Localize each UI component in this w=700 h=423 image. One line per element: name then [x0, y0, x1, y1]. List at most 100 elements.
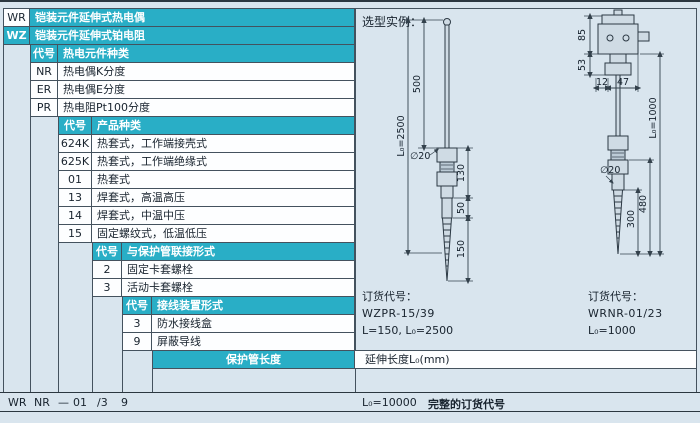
probe-drawing-right: [597, 9, 650, 255]
table-row: 13 焊套式，高温高压: [58, 188, 355, 207]
footer-code-dash: —: [58, 396, 69, 409]
order-example-right: 订货代号： WRNR-01/23 L₀=1000: [588, 288, 663, 339]
code-cell: 2: [92, 260, 122, 279]
code-cell: WR: [3, 8, 30, 27]
section-header-row: 代号 接线装置形式: [122, 296, 355, 315]
table-row: PR 热电阻Pt100分度: [30, 98, 355, 117]
probe-left-dimensions: 500 L₀=2500 ∅20 130 50 150: [396, 16, 473, 285]
table-row: 15 固定螺纹式，低温低压: [58, 224, 355, 243]
footer-code-9: 9: [121, 396, 128, 409]
footer-code-slash3: /3: [97, 396, 108, 409]
table-row: 3 活动卡套螺栓: [92, 278, 355, 297]
dim-label-dia20-right: ∅20: [600, 165, 620, 176]
code-cell: PR: [30, 98, 58, 117]
dim-label-l0-2500: L₀=2500: [396, 115, 407, 156]
table-row: 624K 热套式，工作端接壳式: [58, 134, 355, 153]
code-cell: 625K: [58, 152, 92, 171]
table-row: 625K 热套式，工作端绝缘式: [58, 152, 355, 171]
label-cell: 热电偶E分度: [58, 80, 355, 99]
connector-col5: [152, 369, 153, 393]
label-cell: 热套式，工作端接壳式: [92, 134, 355, 153]
label-cell: 固定螺纹式，低温低压: [92, 224, 355, 243]
page-top-edge: [0, 0, 700, 2]
connector-col3: [92, 242, 93, 393]
label-cell: 焊套式，中温中压: [92, 206, 355, 225]
footer-code-01: 01: [73, 396, 87, 409]
length-value-cell: 延伸长度L₀(mm): [355, 350, 697, 369]
section-title-cell: 热电元件种类: [58, 44, 355, 63]
length-row: 保护管长度 延伸长度L₀(mm): [152, 350, 697, 369]
order-label: 订货代号：: [588, 290, 643, 303]
probe-right-dimensions: 85 53 12 47 L₀=1000 480 300 ∅20: [577, 12, 664, 258]
code-cell: WZ: [3, 26, 30, 45]
footer-length: L₀=10000: [362, 396, 417, 409]
label-cell: 铠装元件延伸式铂电阻: [30, 26, 355, 45]
code-cell: 3: [122, 314, 152, 333]
code-cell: 13: [58, 188, 92, 207]
code-cell: 3: [92, 278, 122, 297]
section-title-cell: 与保护管联接形式: [122, 242, 355, 261]
order-code: WZPR-15/39: [362, 307, 435, 320]
connector-col1: [30, 44, 31, 393]
label-cell: 活动卡套螺栓: [122, 278, 355, 297]
section-header-row: 代号 与保护管联接形式: [92, 242, 355, 261]
complete-order-code-band: WR NR — 01 /3 9 L₀=10000 完整的订货代号: [0, 392, 700, 412]
probe-drawing-left: [436, 18, 458, 282]
dim-label-12: 12: [596, 77, 608, 88]
dim-label-500: 500: [412, 75, 423, 93]
table-row: WZ 铠装元件延伸式铂电阻: [3, 26, 355, 45]
label-cell: 防水接线盒: [152, 314, 355, 333]
section-header-row: 代号 热电元件种类: [30, 44, 355, 63]
table-row: 2 固定卡套螺栓: [92, 260, 355, 279]
label-cell: 焊套式，高温高压: [92, 188, 355, 207]
footer-label: 完整的订货代号: [428, 398, 505, 411]
section-title-cell: 接线装置形式: [152, 296, 355, 315]
code-cell: 01: [58, 170, 92, 189]
code-header-cell: 代号: [58, 116, 92, 135]
label-cell: 热电阻Pt100分度: [58, 98, 355, 117]
dim-label-300: 300: [626, 210, 637, 228]
code-header-cell: 代号: [30, 44, 58, 63]
label-cell: 热电偶K分度: [58, 62, 355, 81]
table-row: 01 热套式: [58, 170, 355, 189]
order-code: WRNR-01/23: [588, 307, 663, 320]
code-cell: 624K: [58, 134, 92, 153]
dim-label-150: 150: [456, 240, 467, 258]
length-header-cell: 保护管长度: [152, 350, 355, 369]
code-cell: 14: [58, 206, 92, 225]
table-row: NR 热电偶K分度: [30, 62, 355, 81]
connector-col2: [58, 116, 59, 393]
section-header-row: 代号 产品种类: [58, 116, 355, 135]
footer-code-nr: NR: [34, 396, 50, 409]
code-cell: 15: [58, 224, 92, 243]
dim-label-480: 480: [638, 195, 649, 213]
code-cell: NR: [30, 62, 58, 81]
table-row: ER 热电偶E分度: [30, 80, 355, 99]
label-cell: 屏蔽导线: [152, 332, 355, 351]
dim-label-85: 85: [577, 29, 588, 41]
label-cell: 固定卡套螺栓: [122, 260, 355, 279]
order-example-left: 订货代号： WZPR-15/39 L=150, L₀=2500: [362, 288, 453, 339]
dim-label-l0-1000: L₀=1000: [648, 97, 659, 138]
dim-label-130: 130: [456, 164, 467, 182]
dim-label-dia20-left: ∅20: [410, 151, 430, 162]
table-right-border: [696, 8, 697, 393]
table-row: WR 铠装元件延伸式热电偶: [3, 8, 355, 27]
footer-code-wr: WR: [8, 396, 27, 409]
code-cell: 9: [122, 332, 152, 351]
example-drawings: 500 L₀=2500 ∅20 130 50 150: [396, 9, 664, 285]
order-detail: L=150, L₀=2500: [362, 324, 454, 337]
dim-label-50: 50: [456, 202, 467, 214]
code-header-cell: 代号: [122, 296, 152, 315]
code-cell: ER: [30, 80, 58, 99]
section-title-cell: 产品种类: [92, 116, 355, 135]
dim-label-47: 47: [617, 77, 629, 88]
label-cell: 铠装元件延伸式热电偶: [30, 8, 355, 27]
table-row: 3 防水接线盒: [122, 314, 355, 333]
label-cell: 热套式: [92, 170, 355, 189]
table-row: 9 屏蔽导线: [122, 332, 355, 351]
table-left-border: [3, 8, 4, 393]
order-detail: L₀=1000: [588, 324, 636, 337]
label-cell: 热套式，工作端绝缘式: [92, 152, 355, 171]
